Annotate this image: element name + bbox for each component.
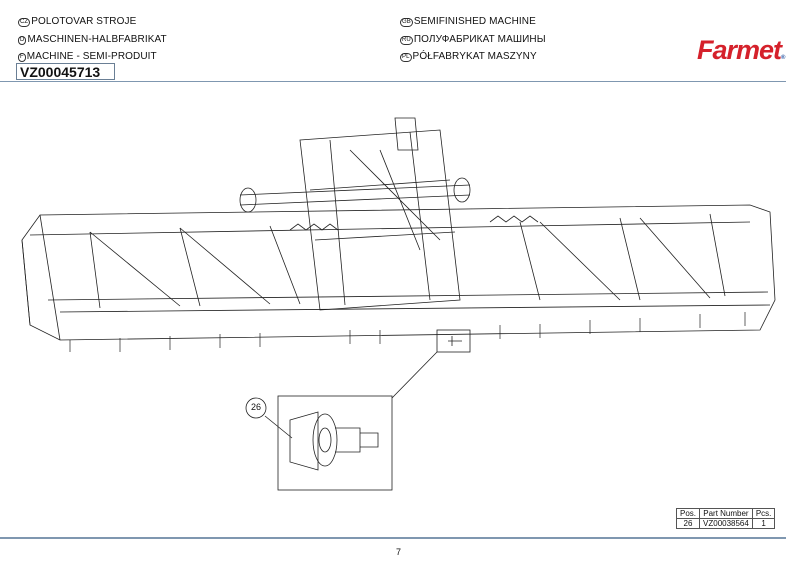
callout-circle bbox=[245, 397, 267, 419]
parts-table: Pos. Part Number Pcs. 26 VZ00038564 1 bbox=[675, 508, 776, 529]
title-text: ПОЛУФАБРИКАТ МАШИНЫ bbox=[413, 34, 546, 45]
header-divider bbox=[0, 81, 786, 82]
logo-registered: ® bbox=[781, 55, 786, 61]
table-row: 26 VZ00038564 1 bbox=[675, 518, 776, 529]
machine-code: VZ00045713 bbox=[16, 63, 115, 80]
title-text: SEMIFINISHED MACHINE bbox=[413, 16, 536, 27]
flag-cz: CZ bbox=[18, 18, 31, 27]
flag-ru: RU bbox=[400, 36, 413, 45]
cell-pos: 26 bbox=[675, 518, 701, 529]
page-number: 7 bbox=[396, 547, 402, 557]
header-pos: Pos. bbox=[675, 508, 701, 519]
detail-reference-box bbox=[436, 329, 471, 353]
machine-frame bbox=[21, 117, 776, 352]
logo-text: Farmet bbox=[697, 35, 782, 65]
table-header-row: Pos. Part Number Pcs. bbox=[675, 508, 776, 519]
cell-part-number: VZ00038564 bbox=[699, 518, 753, 529]
farmet-logo: Farmet® bbox=[697, 35, 786, 66]
hub-detail bbox=[289, 411, 379, 471]
callout-leader bbox=[264, 415, 293, 439]
header-pcs: Pcs. bbox=[751, 508, 776, 519]
header-part-number: Part Number bbox=[699, 508, 753, 519]
title-text: MACHINE - SEMI-PRODUIT bbox=[26, 51, 157, 62]
flag-gb: GB bbox=[400, 18, 413, 27]
flag-f: F bbox=[18, 53, 26, 62]
flag-pl: PL bbox=[400, 53, 412, 62]
detail-box bbox=[277, 395, 393, 491]
flag-d: D bbox=[18, 36, 27, 45]
leader-line bbox=[391, 351, 438, 399]
title-text: MASCHINEN-HALBFABRIKAT bbox=[27, 34, 167, 45]
footer-divider bbox=[0, 537, 786, 539]
callout-number: 26 bbox=[250, 402, 261, 412]
title-text: PÓŁFABRYKAT MASZYNY bbox=[412, 51, 537, 62]
title-text: POLOTOVAR STROJE bbox=[31, 16, 137, 27]
cell-pcs: 1 bbox=[751, 518, 776, 529]
